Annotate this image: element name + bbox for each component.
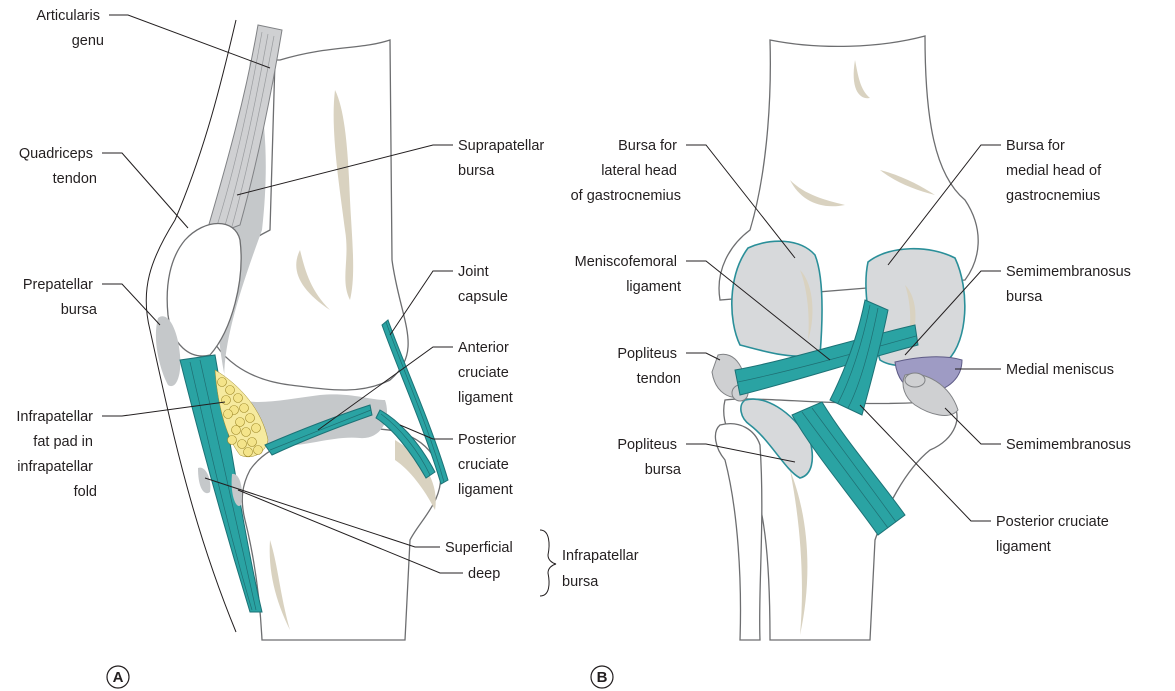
fat-globule [236, 418, 245, 427]
label-bursa-medial-head: Bursa for medial head of gastrocnemius [1006, 138, 1105, 204]
fat-globule [218, 378, 227, 387]
label-semimembranosus: Semimembranosus [1006, 437, 1131, 453]
label-popliteus-tendon: Popliteus tendon [617, 346, 681, 387]
panel-b-tag: B [597, 669, 608, 686]
label-bursa-lateral-head: Bursa for lateral head of gastrocnemius [571, 138, 681, 204]
fat-globule [232, 426, 241, 435]
fat-globule [234, 394, 243, 403]
bursa-lateral-head-shape [732, 241, 822, 356]
fat-globule [228, 436, 237, 445]
label-popliteus-bursa: Popliteus bursa [617, 437, 682, 478]
fat-globule [254, 446, 263, 455]
fat-globule [244, 448, 253, 457]
label-anterior-cruciate-ligament: Anterior cruciate ligament [458, 340, 513, 406]
label-joint-capsule: Joint capsule [458, 264, 508, 305]
fat-globule [222, 396, 231, 405]
fat-globule [242, 428, 251, 437]
infrapatellar-brace [540, 530, 556, 596]
panel-a-tag: A [113, 669, 124, 686]
fat-globule [224, 410, 233, 419]
label-articularis-genu: Articularis genu [36, 8, 104, 49]
superficial-infrapatellar-bursa [198, 468, 210, 494]
label-posterior-cruciate-ligament-a: Posterior cruciate ligament [458, 432, 520, 498]
label-quadriceps-tendon: Quadriceps tendon [19, 146, 97, 187]
fat-globule [238, 440, 247, 449]
fat-globule [246, 414, 255, 423]
label-deep: deep [468, 566, 500, 582]
label-prepatellar-bursa: Prepatellar bursa [23, 277, 98, 318]
label-infrapatellar-fat-pad: Infrapatellar fat pad in infrapatellar f… [16, 409, 97, 500]
fat-globule [248, 438, 257, 447]
label-infrapatellar-bursa: Infrapatellar bursa [562, 548, 643, 590]
fat-globule [226, 386, 235, 395]
fat-globule [252, 424, 261, 433]
label-meniscofemoral-ligament: Meniscofemoral ligament [575, 254, 681, 295]
label-posterior-cruciate-ligament-b: Posterior cruciate ligament [996, 514, 1113, 555]
label-superficial: Superficial [445, 540, 513, 556]
label-suprapatellar-bursa: Suprapatellar bursa [458, 138, 548, 179]
label-semimembranosus-bursa: Semimembranosus bursa [1006, 264, 1135, 305]
fat-globule [240, 404, 249, 413]
tibia-a [242, 429, 440, 640]
panel-a-illustration [146, 20, 448, 640]
panel-b-illustration [712, 36, 978, 640]
label-medial-meniscus: Medial meniscus [1006, 362, 1114, 378]
